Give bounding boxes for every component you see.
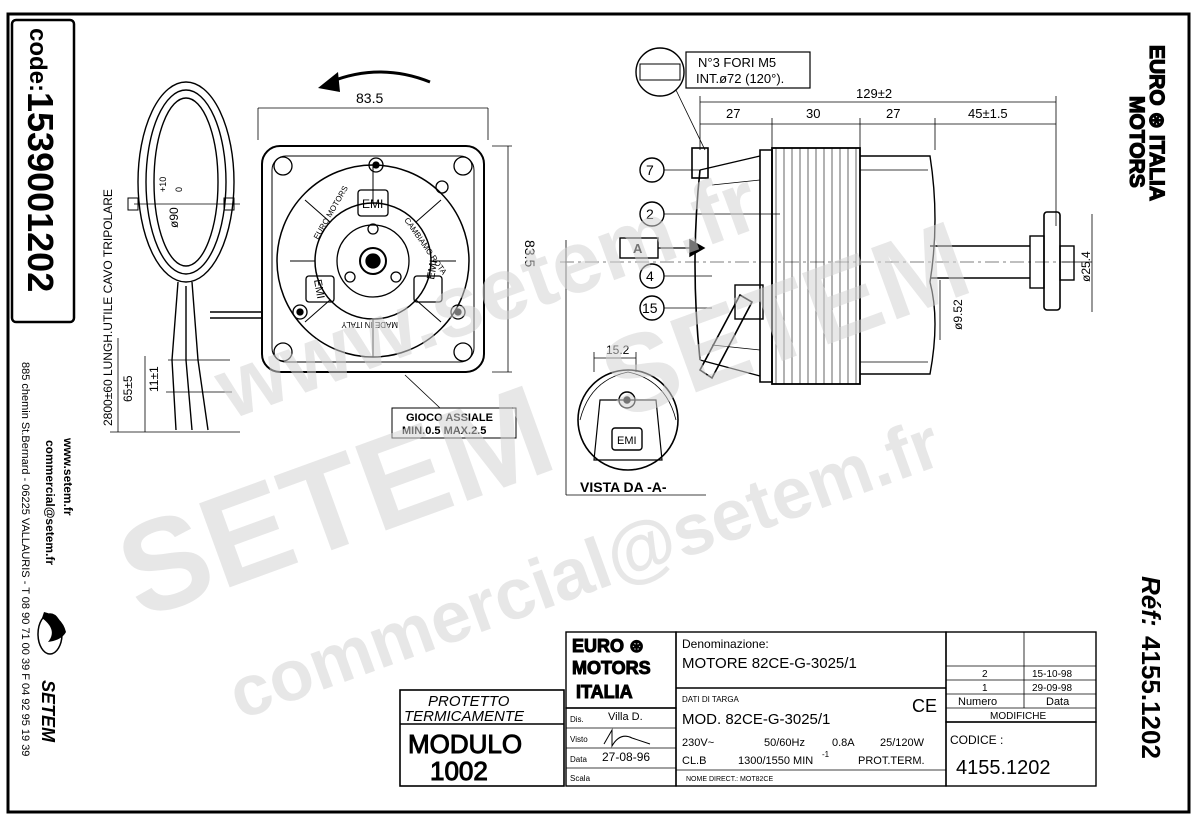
ce-mark: CE <box>912 696 937 716</box>
dim-27b: 27 <box>886 106 900 121</box>
signature-icon <box>603 728 651 748</box>
cable-tolerance: +10 <box>158 177 168 192</box>
callout-7-label: 7 <box>646 162 654 178</box>
holes-line1: N°3 FORI M5 <box>698 55 776 70</box>
detail-emi: EMI <box>617 435 637 447</box>
rotation-arrow-icon <box>329 70 431 84</box>
code-box <box>10 18 76 324</box>
spec-current: 0.8A <box>832 737 855 749</box>
spec-speed-exp: -1 <box>822 750 830 759</box>
setem-logo-text: SETEM <box>38 680 58 743</box>
side-view <box>560 47 1093 496</box>
motor-frame <box>261 145 485 373</box>
front-height: 83.5 <box>522 240 538 267</box>
drawing-frame <box>6 12 1191 814</box>
dim-27a: 27 <box>726 106 740 121</box>
callout-2-label: 2 <box>646 206 654 222</box>
holes-line2: INT.ø72 (120°). <box>696 71 784 86</box>
rev-1-number: 1 <box>982 683 988 694</box>
detail-view <box>577 352 679 471</box>
designation-label: Denominazione: <box>682 637 769 651</box>
cable-loop <box>137 81 235 283</box>
shaft-hole <box>359 247 387 275</box>
callout-15-label: 15 <box>642 300 658 316</box>
brand-vertical-sub: MOTORS <box>1125 96 1148 188</box>
flange <box>1043 211 1061 311</box>
direct-name: NOME DIRECT.: MOT82CE <box>686 776 773 783</box>
front-width: 83.5 <box>356 90 383 106</box>
dim-45: 45±1.5 <box>968 106 1008 121</box>
modifiche-label: MODIFICHE <box>990 711 1046 722</box>
title-block <box>399 631 1097 787</box>
cable-tolerance-zero: 0 <box>174 187 184 192</box>
company-website: www.setem.fr <box>61 437 75 516</box>
scale-label: Scala <box>570 774 591 783</box>
shaft-diameter: ø9.52 <box>951 299 965 330</box>
codice-label: CODICE : <box>950 733 1003 747</box>
designation-value: MOTORE 82CE-G-3025/1 <box>682 655 857 672</box>
axial-play-box <box>391 407 517 439</box>
total-length: 129±2 <box>856 86 892 101</box>
ring-text-1: EURO MOTORS <box>312 184 350 241</box>
brand-vertical: EURO ⊛ ITALIA <box>1145 45 1168 201</box>
spec-speed: 1300/1550 MIN <box>738 755 813 767</box>
rev-1-date: 29-09-98 <box>1032 683 1072 694</box>
section-mark: A <box>633 241 643 256</box>
model: MOD. 82CE-G-3025/1 <box>682 711 830 728</box>
company-address: 885 chemin St.Bernard - 06225 VALLAURIS … <box>19 362 31 756</box>
cable-view <box>110 81 262 433</box>
code-value: 1539001202 <box>20 92 61 292</box>
ring-text-3: MADE IN ITALY <box>341 320 398 329</box>
axial-play-values: MIN.0.5 MAX.2.5 <box>402 425 486 437</box>
spec-power: 25/120W <box>880 737 925 749</box>
setem-logo-icon <box>37 612 66 655</box>
drawn-value: Villa D. <box>608 711 643 723</box>
cable-dim-65: 65±5 <box>121 375 135 402</box>
module-label: MODULO <box>408 729 522 759</box>
spec-protection: PROT.TERM. <box>858 755 925 767</box>
rev-col-numero: Numero <box>958 696 997 708</box>
front-view <box>257 107 512 373</box>
module-number: 1002 <box>430 756 488 786</box>
codice-value: 4155.1202 <box>956 757 1051 779</box>
dim-30: 30 <box>806 106 820 121</box>
rev-2-number: 2 <box>982 669 988 680</box>
holes-detail-circle <box>635 47 685 97</box>
spec-class: CL.B <box>682 755 706 767</box>
right-strip: EURO ⊛ ITALIA MOTORS Réf: 4155.1202 <box>1124 44 1168 759</box>
callout-4-label: 4 <box>646 268 654 284</box>
protection-line1: PROTETTO <box>428 693 510 710</box>
left-strip: code: 1539001202 885 chemin St.Bernard -… <box>10 18 76 756</box>
ref-label: Réf: <box>1136 576 1166 627</box>
detail-caption: VISTA DA -A- <box>580 479 667 495</box>
spec-freq: 50/60Hz <box>764 737 805 749</box>
cable-diameter: ø90 <box>167 207 181 228</box>
detail-dimension: 15.2 <box>606 343 630 357</box>
ref-value: 4155.1202 <box>1136 636 1166 759</box>
rev-col-data: Data <box>1046 696 1070 708</box>
axial-play-title: GIOCO ASSIALE <box>406 412 493 424</box>
emi-label-left: EMI <box>311 278 326 299</box>
emi-label-top: EMI <box>362 197 383 211</box>
drawn-label: Dis. <box>570 715 584 724</box>
protection-line2: TERMICAMENTE <box>404 708 525 725</box>
checked-label: Visto <box>570 735 588 744</box>
cable-length: 2800±60 LUNGH.UTILE CAVO TRIPOLARE <box>101 189 115 426</box>
company-email: commercial@setem.fr <box>43 440 57 565</box>
code-label: code: <box>24 28 51 92</box>
watermark: www.setem.fr SETEM SETEM commercial@sete… <box>100 150 985 735</box>
nameplate-label: DATI DI TARGA <box>682 695 740 704</box>
logo-line1: EURO ⊛ <box>572 636 644 656</box>
rev-2-date: 15-10-98 <box>1032 669 1072 680</box>
flange-diameter: ø25.4 <box>1079 251 1093 282</box>
logo-line2: MOTORS <box>572 658 651 678</box>
date-value: 27-08-96 <box>602 750 650 764</box>
cable-dim-11: 11±1 <box>147 366 161 392</box>
logo-line3: ITALIA <box>576 682 633 702</box>
detail-circle <box>577 369 679 471</box>
spec-voltage: 230V~ <box>682 737 714 749</box>
date-label: Data <box>570 755 587 764</box>
emi-label-right: EMI <box>425 259 440 280</box>
